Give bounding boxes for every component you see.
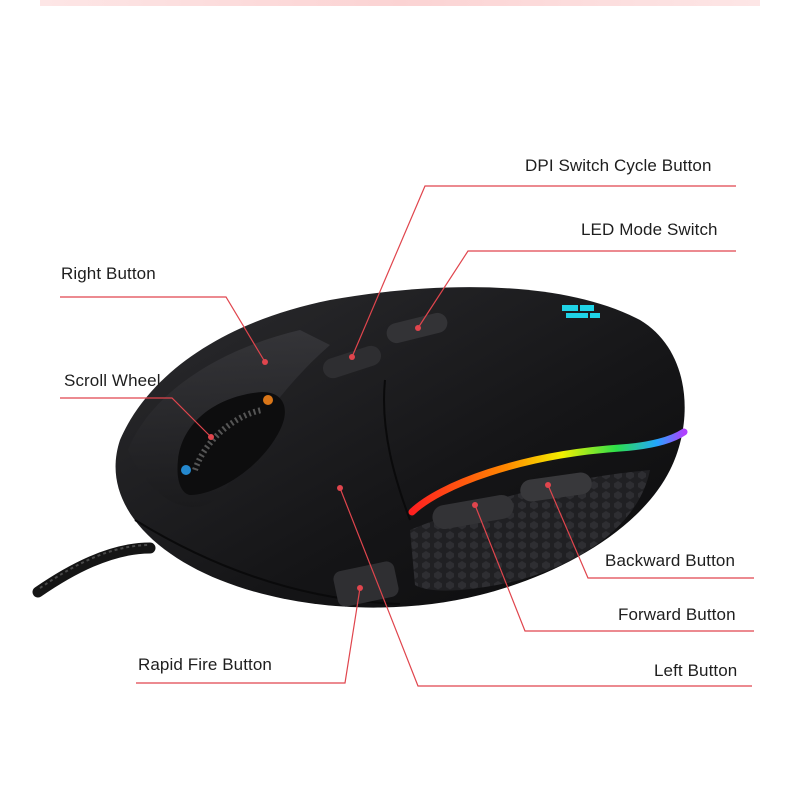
leader-backward: [547, 484, 754, 579]
backward-button-shape: [520, 472, 592, 502]
label-left-button: Left Button: [654, 661, 738, 680]
leader-left: [339, 487, 752, 687]
label-backward-button: Backward Button: [605, 551, 736, 570]
label-scroll-wheel: Scroll Wheel: [64, 371, 161, 390]
label-forward-button: Forward Button: [618, 605, 736, 624]
label-right-button: Right Button: [61, 264, 156, 283]
leader-scroll: [60, 397, 212, 438]
leader-lines: [60, 185, 754, 687]
scroll-wheel-shape: [177, 392, 285, 495]
logo-mark: [562, 305, 600, 318]
leader-forward: [474, 504, 754, 632]
leader-led: [417, 250, 736, 329]
top-divider: [40, 0, 760, 6]
button-split-line: [383, 379, 411, 521]
leader-right: [60, 296, 266, 363]
leader-dpi: [351, 185, 736, 358]
forward-button-shape: [432, 494, 514, 530]
dpi-button-shape: [322, 345, 382, 379]
leader-dots: [208, 325, 551, 591]
cable-highlight: [39, 544, 151, 589]
side-grip: [410, 470, 650, 591]
label-led-mode: LED Mode Switch: [581, 220, 718, 239]
label-rapid-fire: Rapid Fire Button: [138, 655, 272, 674]
cable: [32, 542, 156, 598]
leader-rapid: [136, 587, 361, 684]
rgb-light-strip: [408, 428, 688, 516]
label-dpi-switch: DPI Switch Cycle Button: [525, 156, 712, 175]
